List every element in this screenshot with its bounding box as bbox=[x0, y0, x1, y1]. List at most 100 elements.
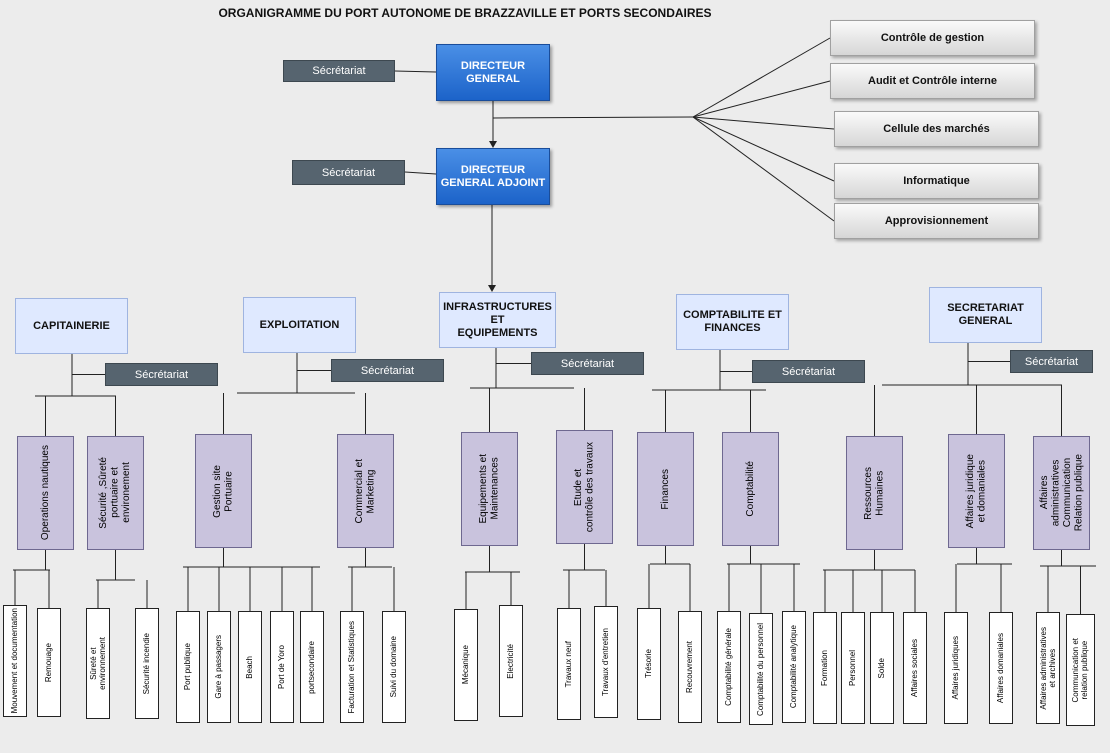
unit-box-label: Travaux neuf bbox=[564, 640, 574, 688]
unit-box-label: Travaux d'entretien bbox=[601, 628, 611, 696]
unit-box: Remouage bbox=[37, 608, 61, 717]
arrow-head bbox=[489, 141, 497, 148]
connector-line bbox=[692, 116, 835, 182]
staff-unit-box-label: Contrôle de gestion bbox=[880, 32, 985, 44]
secretariat-box: Sécrétariat bbox=[331, 359, 444, 382]
service-box-label: Sécurité ,Sûreté portuaire et environeme… bbox=[98, 457, 133, 529]
secretariat-box: Sécrétariat bbox=[1010, 350, 1093, 373]
staff-unit-box-label: Informatique bbox=[903, 175, 970, 187]
staff-unit-box-label: Audit et Contrôle interne bbox=[868, 75, 997, 87]
unit-box: Travaux d'entretien bbox=[594, 606, 618, 718]
unit-box: Comptabilité générale bbox=[717, 611, 741, 723]
unit-box: Communication et relation publique bbox=[1066, 614, 1095, 726]
unit-box: Facturation et Statistiques bbox=[340, 611, 364, 723]
unit-box-label: Recouvrement bbox=[685, 640, 695, 694]
unit-box-label: Affaires sociales bbox=[910, 638, 920, 698]
deputy-director-box-label: DIRECTEUR GENERAL ADJOINT bbox=[440, 163, 546, 189]
department-box: INFRASTRUCTURES ET EQUIPEMENTS bbox=[439, 292, 556, 348]
unit-box: Port publique bbox=[176, 611, 200, 723]
service-box-label: Commercial et Marketing bbox=[354, 458, 377, 524]
staff-unit-box: Cellule des marchés bbox=[834, 111, 1039, 147]
unit-box-label: Solde bbox=[877, 657, 887, 679]
unit-box-label: Sécurité incendie bbox=[142, 632, 152, 695]
service-box: Etude et contrôle des travaux bbox=[556, 430, 613, 544]
service-box-label: Gestion site Portuaire bbox=[212, 464, 235, 518]
connector-line bbox=[692, 116, 835, 222]
director-general-box: DIRECTEUR GENERAL bbox=[436, 44, 550, 101]
secretariat-box: Sécrétariat bbox=[105, 363, 218, 386]
secretariat-box: Sécrétariat bbox=[531, 352, 644, 375]
secretariat-box-label: Sécrétariat bbox=[321, 166, 376, 179]
unit-box: Affaires domaniales bbox=[989, 612, 1013, 724]
secretariat-box-label: Sécrétariat bbox=[312, 65, 366, 77]
staff-unit-box: Audit et Contrôle interne bbox=[830, 63, 1035, 99]
unit-box: Comptabilité du personnel bbox=[749, 613, 773, 725]
unit-box-label: Port publique bbox=[183, 643, 193, 691]
service-box: Finances bbox=[637, 432, 694, 546]
unit-box: Affaires juridiques bbox=[944, 612, 968, 724]
department-box: EXPLOITATION bbox=[243, 297, 356, 353]
connector-line bbox=[692, 116, 835, 130]
secretariat-box: Sécrétariat bbox=[752, 360, 865, 383]
unit-box: Mouvement et documentation bbox=[3, 605, 27, 717]
unit-box-label: Affaires juridiques bbox=[951, 636, 961, 700]
staff-unit-box: Approvisionnement bbox=[834, 203, 1039, 239]
secretariat-box: Sécrétariat bbox=[292, 160, 405, 185]
unit-box-label: Communication et relation publique bbox=[1071, 637, 1090, 703]
service-box: Equipements et Maintenances bbox=[461, 432, 518, 546]
connector-line bbox=[692, 80, 831, 118]
unit-box-label: Comptabilité générale bbox=[724, 628, 734, 706]
service-box: Operations nautiques bbox=[17, 436, 74, 550]
chart-title: ORGANIGRAMME DU PORT AUTONOME DE BRAZZAV… bbox=[218, 6, 712, 20]
unit-box-label: Mécanique bbox=[461, 645, 471, 685]
unit-box: Beach bbox=[238, 611, 262, 723]
connector-line bbox=[692, 37, 831, 118]
arrow-head bbox=[488, 285, 496, 292]
service-box-label: Equipements et Maintenances bbox=[478, 454, 501, 524]
unit-box: Suivi du domaine bbox=[382, 611, 406, 723]
department-box-label: INFRASTRUCTURES ET EQUIPEMENTS bbox=[443, 300, 552, 339]
secretariat-box-label: Sécrétariat bbox=[781, 365, 836, 378]
service-box-label: Ressources Humaines bbox=[863, 466, 886, 520]
unit-box-label: Beach bbox=[245, 655, 255, 679]
service-box: Sécurité ,Sûreté portuaire et environeme… bbox=[87, 436, 144, 550]
connector-line bbox=[492, 116, 694, 119]
service-box: Affaires juridique et domaniales bbox=[948, 434, 1005, 548]
unit-box: Sécurité incendie bbox=[135, 608, 159, 719]
department-box-label: EXPLOITATION bbox=[259, 318, 340, 331]
unit-box-label: Suivi du domaine bbox=[389, 636, 399, 698]
service-box: Affaires administratives Communication R… bbox=[1033, 436, 1090, 550]
unit-box: Solde bbox=[870, 612, 894, 724]
unit-box: portsecondaire bbox=[300, 611, 324, 723]
connector-line bbox=[404, 171, 437, 175]
deputy-director-box: DIRECTEUR GENERAL ADJOINT bbox=[436, 148, 550, 205]
unit-box: Affaires sociales bbox=[903, 612, 927, 724]
service-box-label: Operations nautiques bbox=[39, 445, 51, 541]
unit-box-label: Affaires administratives et archives bbox=[1038, 626, 1057, 710]
service-box: Gestion site Portuaire bbox=[195, 434, 252, 548]
unit-box: Affaires administratives et archives bbox=[1036, 612, 1060, 724]
unit-box-label: Comptabilité analytique bbox=[789, 625, 799, 709]
service-box-label: Comptabilité bbox=[744, 461, 756, 517]
service-box: Commercial et Marketing bbox=[337, 434, 394, 548]
unit-box-label: Facturation et Statistiques bbox=[347, 620, 357, 714]
staff-unit-box: Contrôle de gestion bbox=[830, 20, 1035, 56]
unit-box: Gare à passagers bbox=[207, 611, 231, 723]
staff-unit-box-label: Approvisionnement bbox=[884, 215, 989, 227]
secretariat-box-label: Sécrétariat bbox=[560, 357, 615, 370]
service-box: Comptabilité bbox=[722, 432, 779, 546]
unit-box-label: Trésorie bbox=[644, 649, 654, 679]
unit-box-label: portsecondaire bbox=[307, 640, 317, 694]
unit-box: Trésorie bbox=[637, 608, 661, 720]
department-box: COMPTABILITE ET FINANCES bbox=[676, 294, 789, 350]
secretariat-box-label: Sécrétariat bbox=[1024, 355, 1079, 368]
service-box-label: Finances bbox=[659, 468, 671, 510]
unit-box: Mécanique bbox=[454, 609, 478, 721]
staff-unit-box: Informatique bbox=[834, 163, 1039, 199]
unit-box: Personnel bbox=[841, 612, 865, 724]
department-box: SECRETARIAT GENERAL bbox=[929, 287, 1042, 343]
connector-line bbox=[394, 70, 437, 73]
unit-box-label: Mouvement et documentation bbox=[10, 608, 20, 714]
